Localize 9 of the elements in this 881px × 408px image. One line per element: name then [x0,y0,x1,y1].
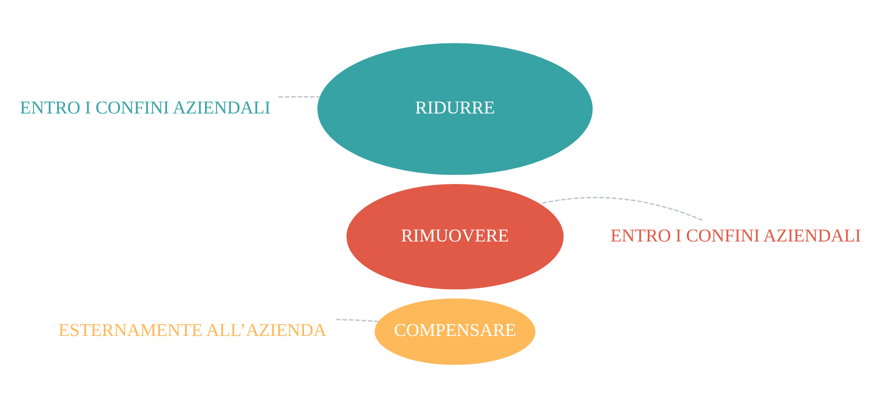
node-ellipse: COMPENSARE [374,298,536,365]
node-text: ESTERNAMENTE ALL’AZIENDA [58,320,327,340]
node-ellipse: RIMUOVERE [346,184,564,290]
connector [539,196,703,221]
node-ellipse: RIDURRE [317,43,593,175]
connector [336,318,379,322]
connector [278,96,320,98]
node-text: ENTRO I CONFINI AZIENDALI [20,98,271,118]
node-text: ENTRO I CONFINI AZIENDALI [610,225,862,246]
